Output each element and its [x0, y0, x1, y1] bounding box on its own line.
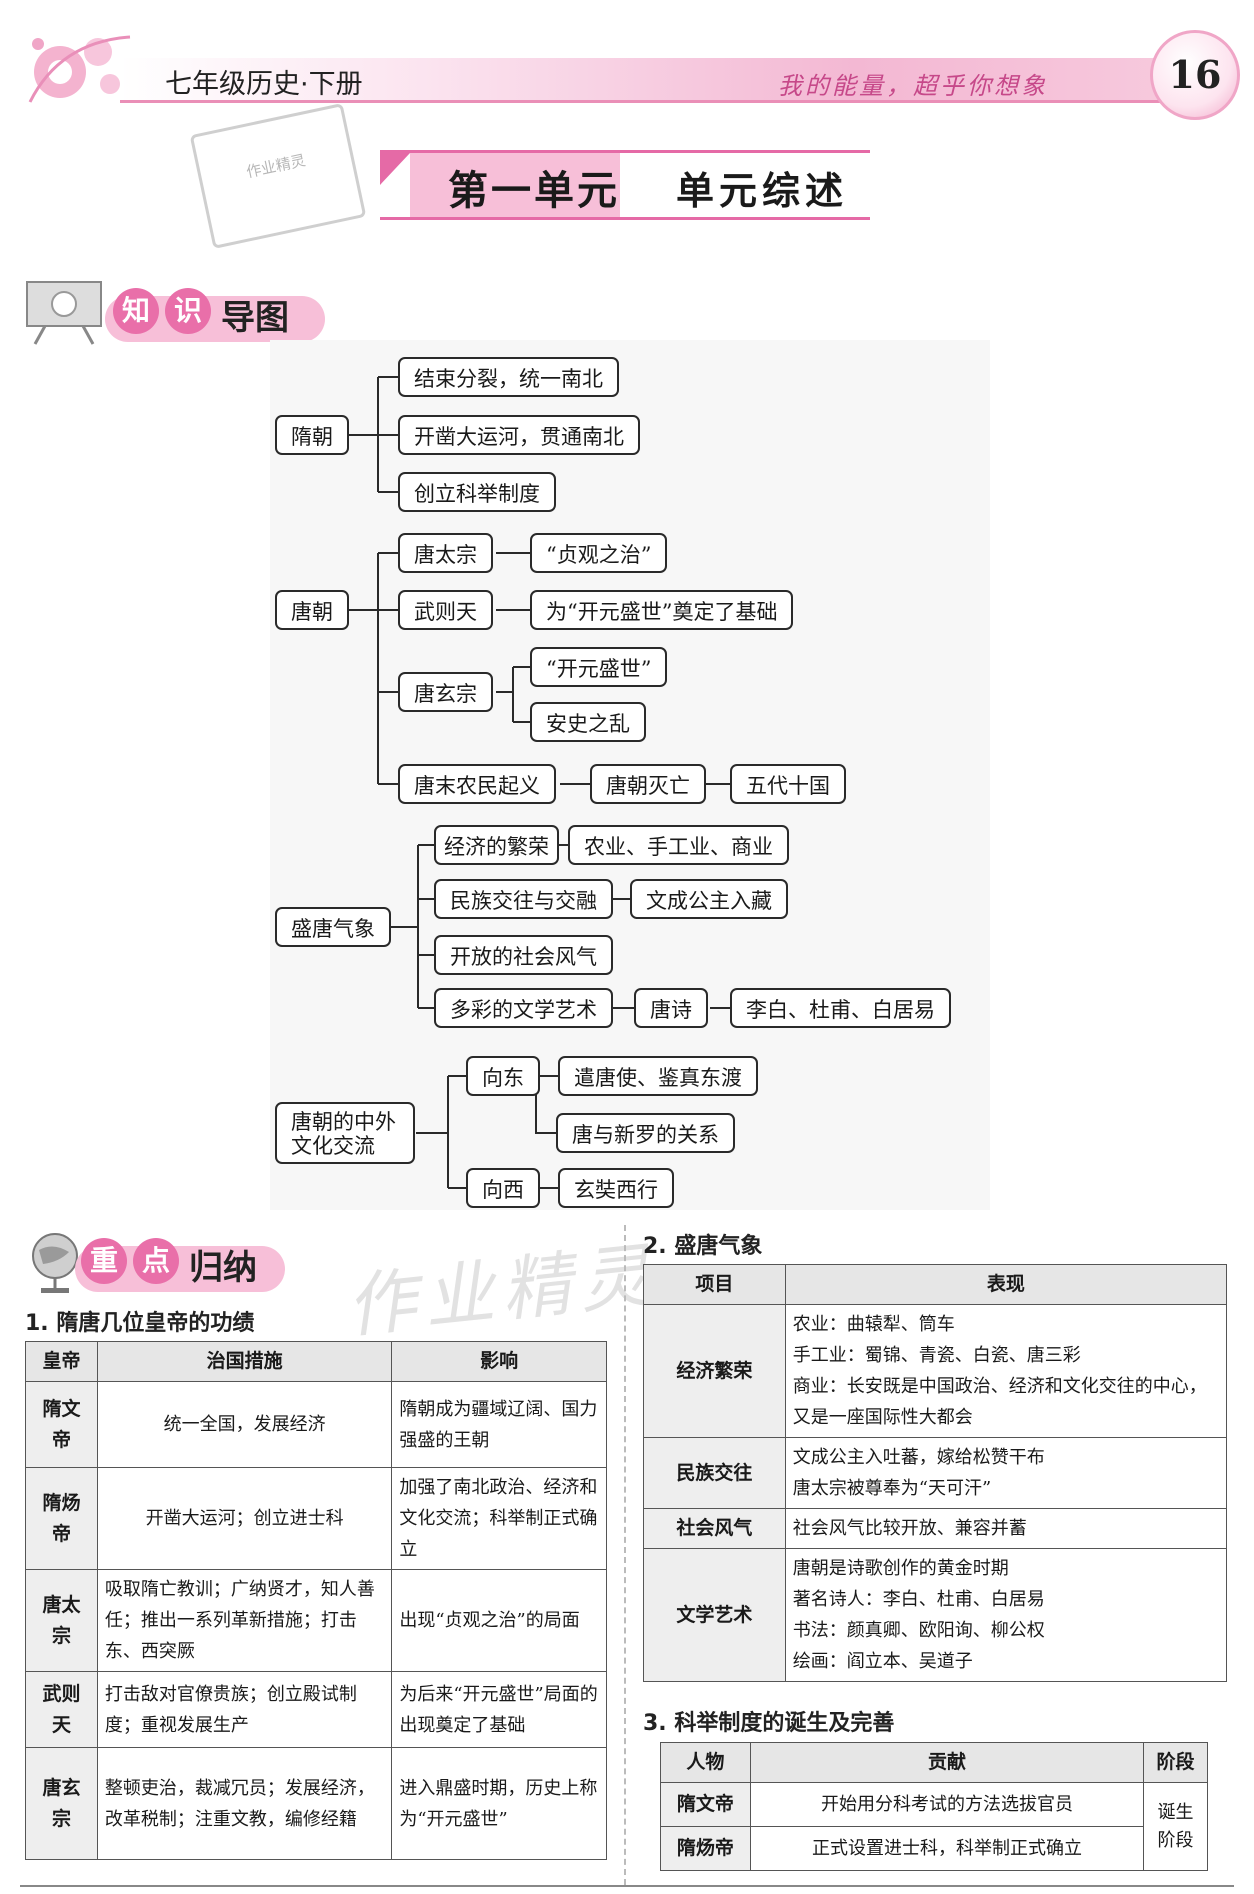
- unit-banner-triangle: [380, 153, 410, 185]
- node-wuzetian: 武则天: [398, 590, 493, 630]
- node-ethnic-result: 文成公主入藏: [630, 879, 788, 919]
- unit-banner-bottom-line: [380, 217, 870, 220]
- table-row: 唐太宗 吸取隋亡教训；广纳贤才，知人善任；推出一系列革新措施；打击东、西突厥 出…: [25, 1569, 607, 1672]
- node-sui-item-3: 创立科举制度: [398, 472, 556, 512]
- table-row: 隋炀帝 正式设置进士科，科举制正式确立: [660, 1826, 1208, 1871]
- whiteboard-icon: [26, 281, 102, 345]
- table-header: 贡献: [749, 1742, 1145, 1783]
- table-row: 文学艺术 唐朝是诗歌创作的黄金时期 著名诗人：李白、杜甫、白居易 书法：颜真卿、…: [643, 1548, 1228, 1682]
- column-divider: [624, 1225, 628, 1885]
- table-row: 隋炀帝 开凿大运河；创立进士科 加强了南北政治、经济和文化交流；科举制正式确立: [25, 1467, 607, 1570]
- table2-title: 2. 盛唐气象: [643, 1234, 763, 1259]
- table-shengtang: 项目 表现 经济繁荣 农业：曲辕犁、筒车 手工业：蜀锦、青瓷、白瓷、唐三彩 商业…: [643, 1264, 1228, 1682]
- node-silla: 唐与新罗的关系: [556, 1113, 735, 1153]
- globe-icon: [32, 1233, 78, 1293]
- section-char-2: 点: [133, 1238, 179, 1284]
- table-header: 阶段: [1143, 1742, 1208, 1783]
- node-west-result: 玄奘西行: [558, 1168, 674, 1208]
- table-header: 皇帝: [25, 1341, 98, 1382]
- keypoints-section-head: 重 点 归纳: [25, 1228, 285, 1296]
- table-header: 表现: [784, 1264, 1228, 1305]
- node-lit-poets: 李白、杜甫、白居易: [730, 988, 951, 1028]
- node-sui-item-1: 结束分裂，统一南北: [398, 357, 619, 397]
- table-header: 人物: [660, 1742, 751, 1783]
- table-row: 民族交往 文成公主入吐蕃，嫁给松赞干布 唐太宗被尊奉为“天可汗”: [643, 1437, 1228, 1509]
- section-char-1: 知: [113, 288, 159, 334]
- slogan: 我的能量，超乎你想象: [778, 72, 1048, 100]
- node-five-dynasties: 五代十国: [730, 764, 846, 804]
- table3-title: 3. 科举制度的诞生及完善: [643, 1711, 895, 1736]
- table-emperors: 皇帝 治国措施 影响 隋文帝 统一全国，发展经济 隋朝成为疆域辽阔、国力强盛的王…: [25, 1341, 607, 1860]
- table-row: 唐玄宗 整顿吏治，裁减冗员；发展经济，改革税制；注重文教，编修经籍 进入鼎盛时期…: [25, 1747, 607, 1860]
- table-header: 影响: [391, 1341, 607, 1382]
- table-row: 武则天 打击敌对官僚贵族；创立殿试制度；重视发展生产 为后来“开元盛世”局面的出…: [25, 1671, 607, 1748]
- table-header: 项目: [643, 1264, 786, 1305]
- node-xuanzong: 唐玄宗: [398, 672, 493, 712]
- node-tang-fall: 唐朝灭亡: [590, 764, 706, 804]
- flower-decoration-icon: [28, 35, 131, 103]
- unit-title: 第一单元: [448, 167, 620, 214]
- header-band: [120, 58, 1170, 100]
- bottom-rule: [20, 1885, 1234, 1887]
- table-keju: 人物 贡献 阶段 隋文帝 开始用分科考试的方法选拔官员 诞生阶段 隋炀帝 正式设…: [660, 1742, 1208, 1871]
- section-title-rest: 归纳: [189, 1248, 257, 1288]
- section-char-2: 识: [165, 288, 211, 334]
- table-row: 隋文帝 统一全国，发展经济 隋朝成为疆域辽阔、国力强盛的王朝: [25, 1381, 607, 1468]
- unit-banner-top-line: [380, 150, 870, 153]
- node-tang: 唐朝: [275, 590, 349, 630]
- unit-banner-bg: [410, 150, 620, 218]
- node-lit: 多彩的文学艺术: [434, 988, 613, 1028]
- node-ethnic: 民族交往与交融: [434, 879, 613, 919]
- node-sui: 隋朝: [275, 415, 349, 455]
- unit-subtitle: 单元综述: [676, 168, 849, 213]
- node-sui-item-2: 开凿大运河，贯通南北: [398, 415, 640, 455]
- stage-cell: 诞生阶段: [1143, 1782, 1208, 1871]
- section-char-1: 重: [81, 1238, 127, 1284]
- node-east-result: 遣唐使、鉴真东渡: [558, 1056, 758, 1096]
- header-line: [120, 100, 1170, 103]
- mindmap-section-head: 知 识 导图: [25, 278, 325, 346]
- node-lit-poetry: 唐诗: [634, 988, 708, 1028]
- node-west: 向西: [466, 1168, 540, 1208]
- node-rebellion: 唐末农民起义: [398, 764, 556, 804]
- node-east: 向东: [466, 1056, 540, 1096]
- table-header: 治国措施: [96, 1341, 393, 1382]
- node-econ: 经济的繁荣: [434, 825, 559, 865]
- page-number: 16: [1150, 30, 1240, 120]
- node-xuanzong-result-2: 安史之乱: [530, 702, 646, 742]
- table1-title: 1. 隋唐几位皇帝的功绩: [25, 1311, 255, 1336]
- table-row: 经济繁荣 农业：曲辕犁、筒车 手工业：蜀锦、青瓷、白瓷、唐三彩 商业：长安既是中…: [643, 1304, 1228, 1438]
- node-social: 开放的社会风气: [434, 935, 613, 975]
- node-exchange: 唐朝的中外文化交流: [275, 1102, 415, 1164]
- table-row: 隋文帝 开始用分科考试的方法选拔官员 诞生阶段: [660, 1782, 1208, 1871]
- table-row: 社会风气 社会风气比较开放、兼容并蓄: [643, 1508, 1228, 1549]
- node-taizong-result: “贞观之治”: [530, 533, 668, 573]
- node-wuzetian-result: 为“开元盛世”奠定了基础: [530, 590, 794, 630]
- node-taizong: 唐太宗: [398, 533, 493, 573]
- node-shengtang: 盛唐气象: [275, 907, 391, 947]
- section-title-rest: 导图: [221, 298, 289, 338]
- book-title: 七年级历史·下册: [165, 69, 363, 100]
- node-econ-result: 农业、手工业、商业: [568, 825, 789, 865]
- node-xuanzong-result-1: “开元盛世”: [530, 647, 668, 687]
